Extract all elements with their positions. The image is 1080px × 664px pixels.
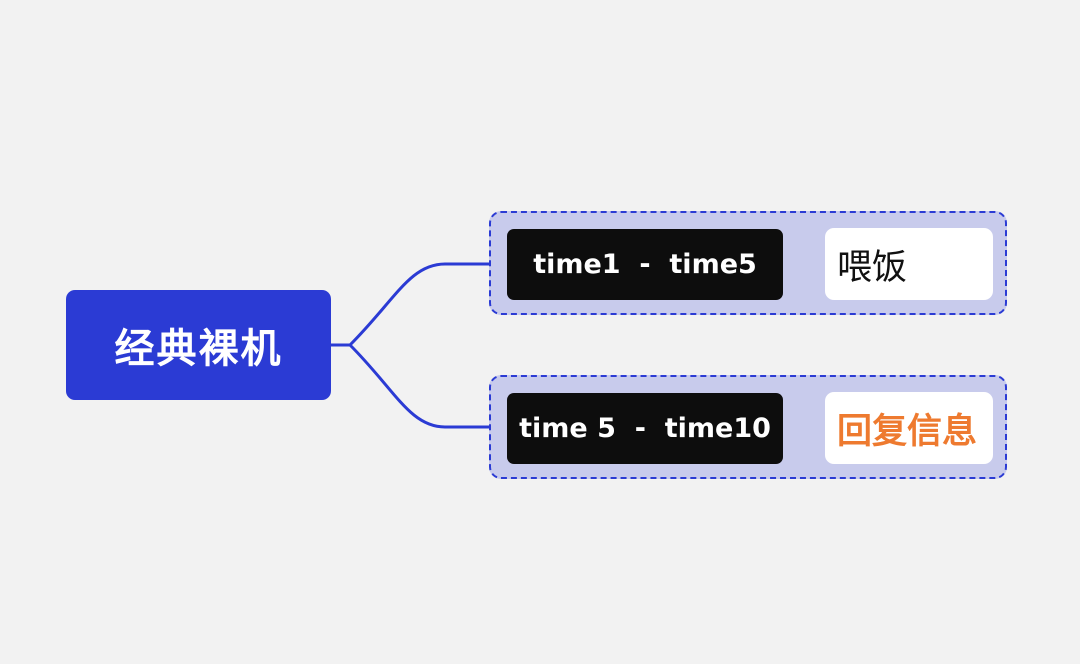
root-to-branch-2-connector: [331, 343, 506, 429]
time-range-node-2[interactable]: time 5 - time10: [507, 393, 783, 464]
root-node[interactable]: 经典裸机: [66, 290, 331, 400]
time-range-node-1[interactable]: time1 - time5: [507, 229, 783, 300]
branch-group-2: time 5 - time10 回复信息: [489, 375, 1007, 479]
branch-group-1: time1 - time5 喂饭: [489, 211, 1007, 315]
root-to-branch-1-connector: [331, 262, 506, 347]
action-node-1[interactable]: 喂饭: [825, 228, 993, 300]
action-node-2[interactable]: 回复信息: [825, 392, 993, 464]
